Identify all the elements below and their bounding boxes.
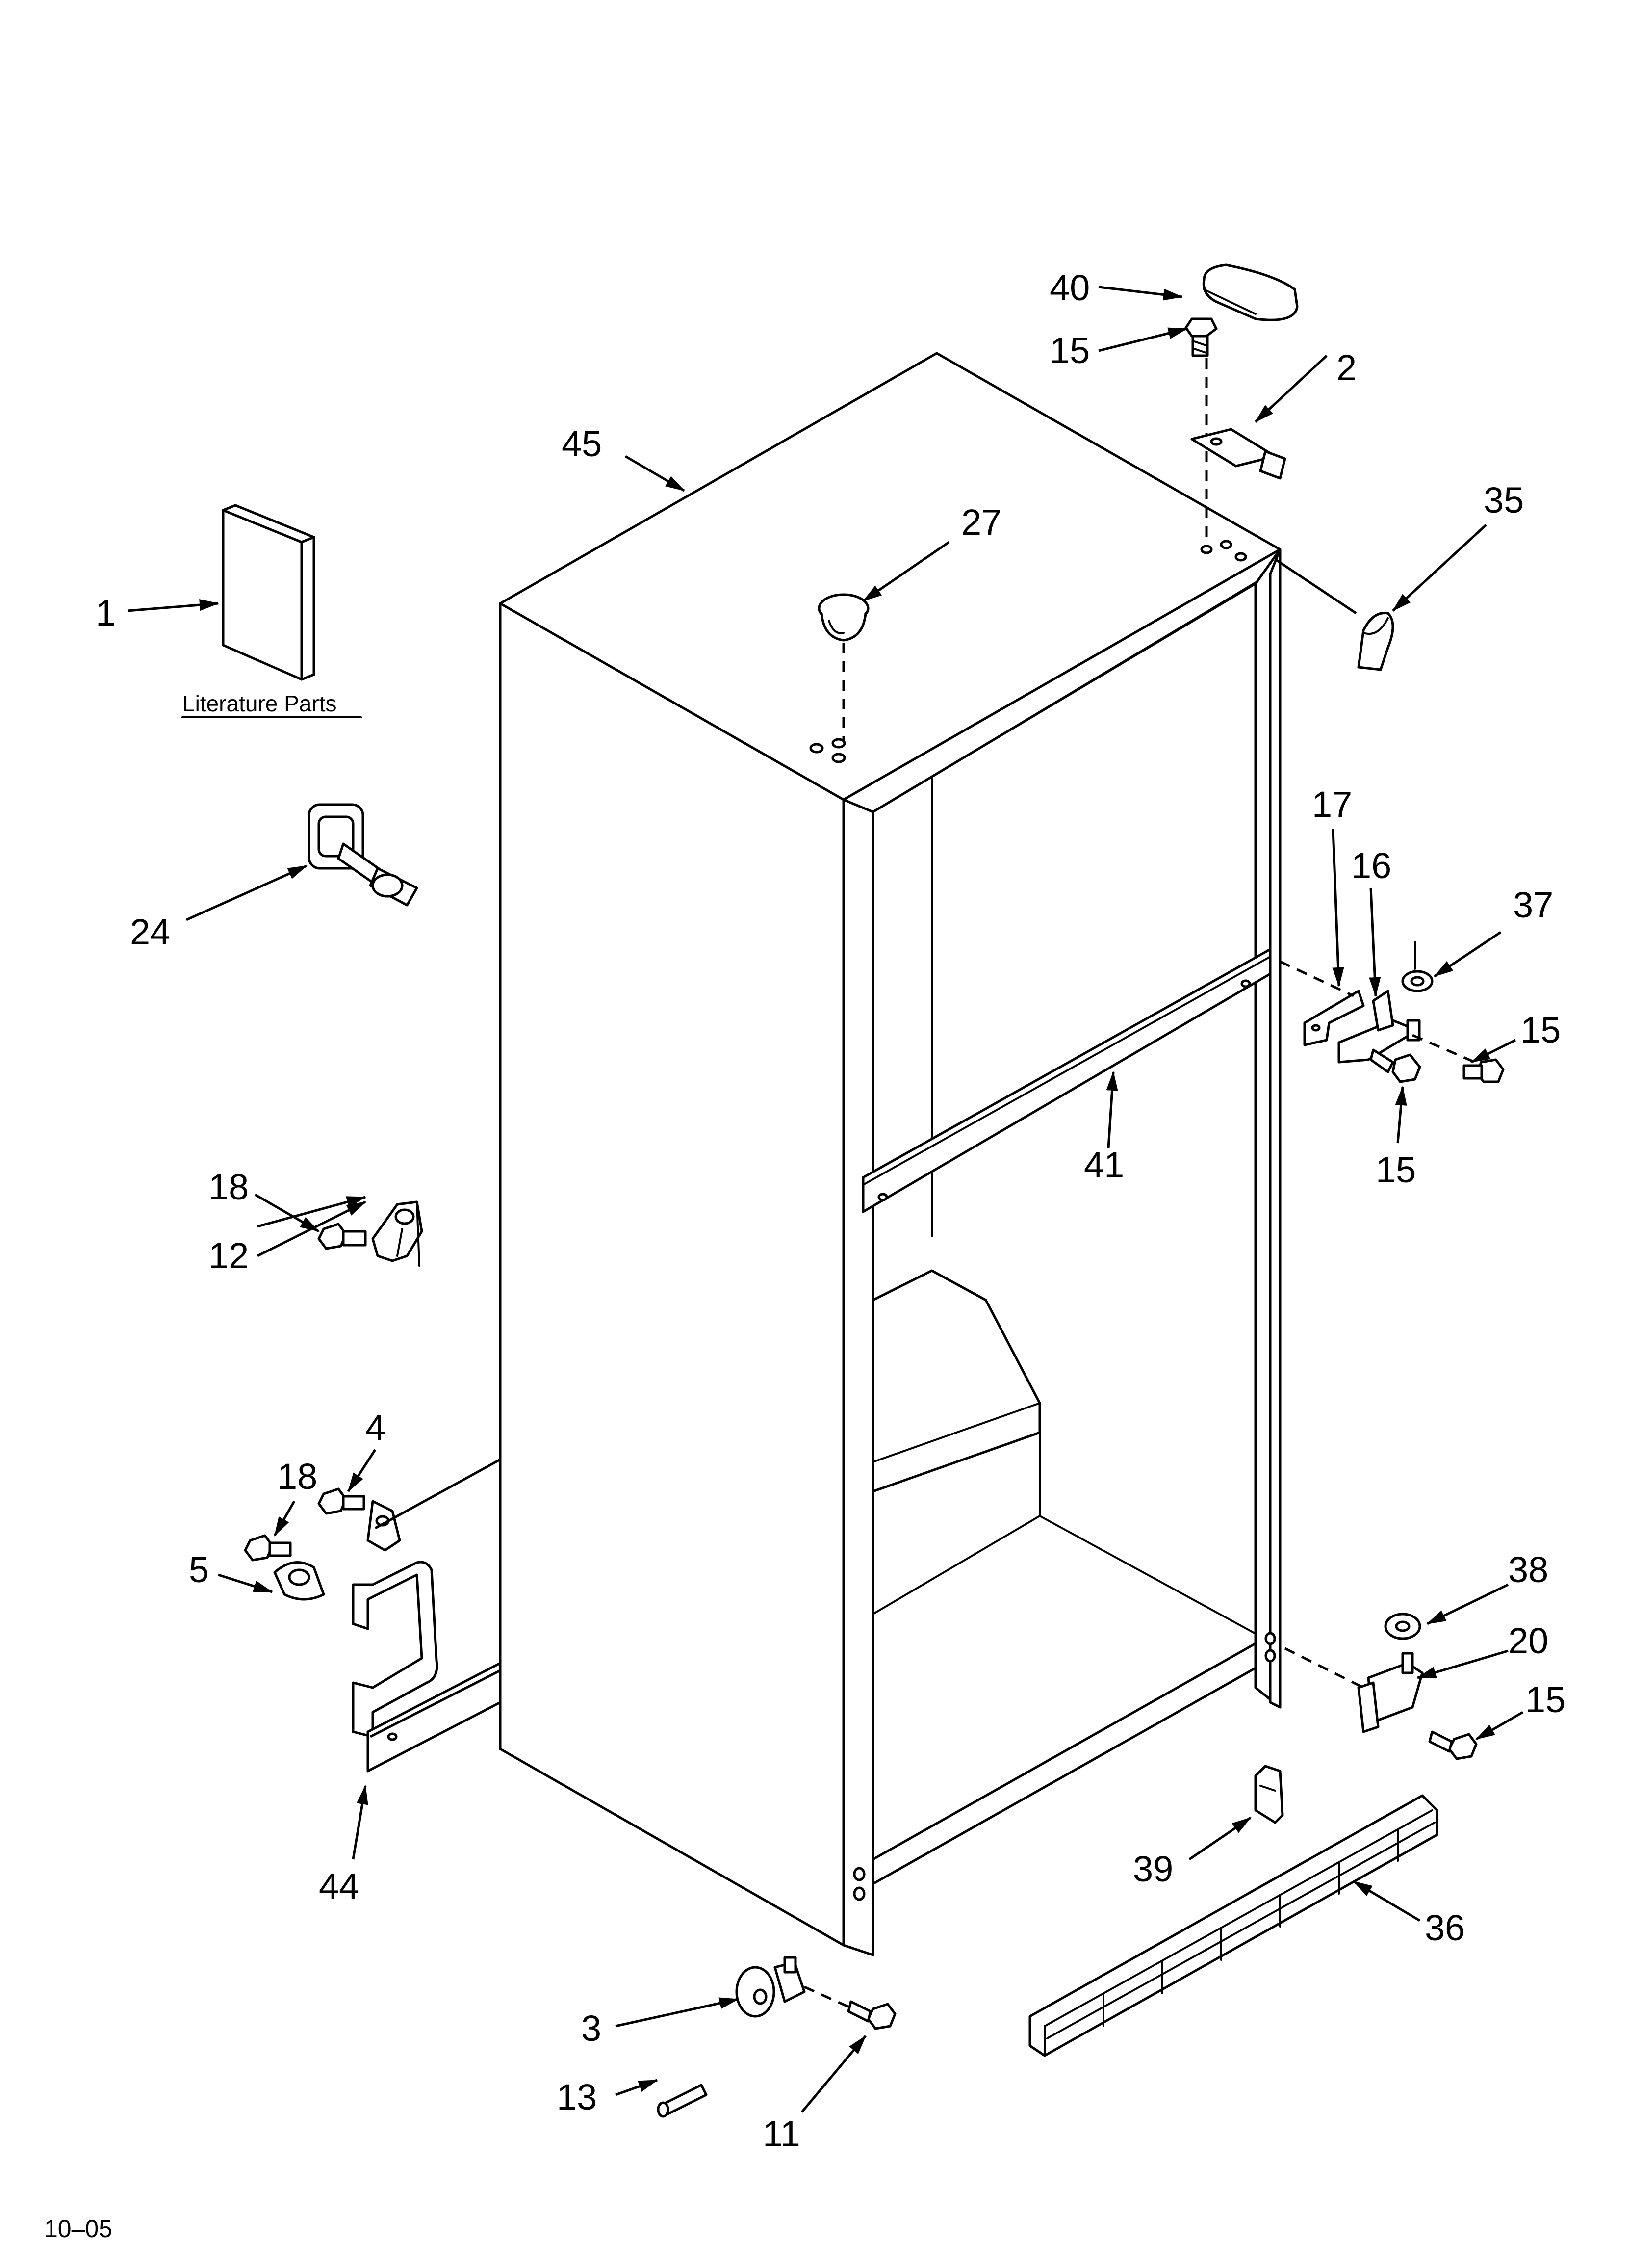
base-grille-36	[1028, 1794, 1438, 2057]
literature-parts-label: Literature Parts	[182, 691, 336, 716]
callout-18-upper: 18	[208, 1167, 249, 1207]
callout-1: 1	[96, 593, 116, 633]
callout-16: 16	[1351, 845, 1391, 886]
callout-4: 4	[365, 1407, 385, 1448]
roller-3	[735, 1956, 806, 2018]
diagram-revision-code: 10–05	[44, 2215, 112, 2242]
washer-37	[1401, 970, 1434, 992]
callout-44: 44	[319, 1866, 359, 1906]
callout-15-lower: 15	[1525, 1679, 1565, 1720]
callout-5: 5	[189, 1549, 209, 1590]
callout-2: 2	[1336, 347, 1357, 388]
roller-axle-13	[657, 2084, 708, 2118]
callout-36: 36	[1425, 1907, 1465, 1948]
callout-arrows	[127, 286, 1524, 2113]
grille-clip-39	[1254, 1765, 1284, 1824]
right-hinge-screw-guide	[1412, 1034, 1487, 1069]
door-stop-12	[371, 1200, 423, 1267]
callout-20: 20	[1508, 1620, 1548, 1661]
cabinet-shell	[499, 352, 1282, 1956]
cabinet-cross-rail	[862, 948, 1272, 1213]
hinge-shim-17	[1303, 990, 1365, 1046]
callout-39: 39	[1133, 1849, 1173, 1889]
handle-pin-24	[308, 803, 418, 907]
callout-37: 37	[1513, 885, 1553, 925]
callout-13: 13	[557, 2077, 597, 2117]
handle-trim-44	[366, 1662, 502, 1773]
bottom-hinge-guide	[1284, 1647, 1364, 1689]
callout-15-right-b: 15	[1376, 1149, 1416, 1190]
callout-35: 35	[1484, 480, 1524, 521]
callout-11: 11	[763, 2113, 800, 2154]
center-hinge-16	[1337, 990, 1421, 1064]
top-hinge-2	[1190, 428, 1286, 480]
right-hinge-guide	[1279, 960, 1355, 997]
hinge-pin-cover-35	[1357, 611, 1394, 671]
callout-15-right-a: 15	[1520, 1010, 1561, 1050]
callout-18-lower: 18	[277, 1456, 317, 1497]
callout-40: 40	[1050, 267, 1090, 308]
screw-15-right-b	[1369, 1048, 1421, 1083]
handle-upper-guide	[374, 1458, 501, 1530]
screw-15-right-a	[1462, 1058, 1505, 1083]
screw-18-lower	[244, 1534, 292, 1562]
callout-17: 17	[1312, 784, 1352, 825]
callout-41: 41	[1084, 1145, 1124, 1185]
callout-27: 27	[961, 502, 1001, 543]
callout-3: 3	[581, 2008, 601, 2049]
screw-15-top	[1184, 317, 1218, 357]
bottom-hinge-20	[1357, 1652, 1424, 1733]
callout-45: 45	[562, 423, 602, 464]
handle-lower-guide	[369, 1669, 501, 1738]
part-35-guide-line	[1274, 558, 1357, 615]
washer-38	[1384, 1613, 1421, 1640]
callout-labels: 40 15 2 45 27 35 1 24 17 16 37 15 15 41 …	[96, 267, 1565, 2154]
clamp-5	[273, 1561, 325, 1601]
door-handle	[352, 1500, 438, 1738]
screw-18-upper	[317, 1223, 367, 1250]
screw-15-lower	[1428, 1730, 1478, 1760]
screw-11	[847, 2000, 897, 2030]
roller-screw-guide	[803, 1985, 854, 2010]
callout-24: 24	[130, 912, 170, 952]
callout-38: 38	[1508, 1549, 1548, 1590]
screw-4	[317, 1487, 365, 1515]
hinge-cover-40	[1202, 263, 1299, 321]
callout-15-top: 15	[1050, 330, 1090, 371]
literature-parts-booklet	[222, 504, 315, 681]
callout-12: 12	[208, 1235, 249, 1276]
plug-27	[818, 593, 870, 642]
